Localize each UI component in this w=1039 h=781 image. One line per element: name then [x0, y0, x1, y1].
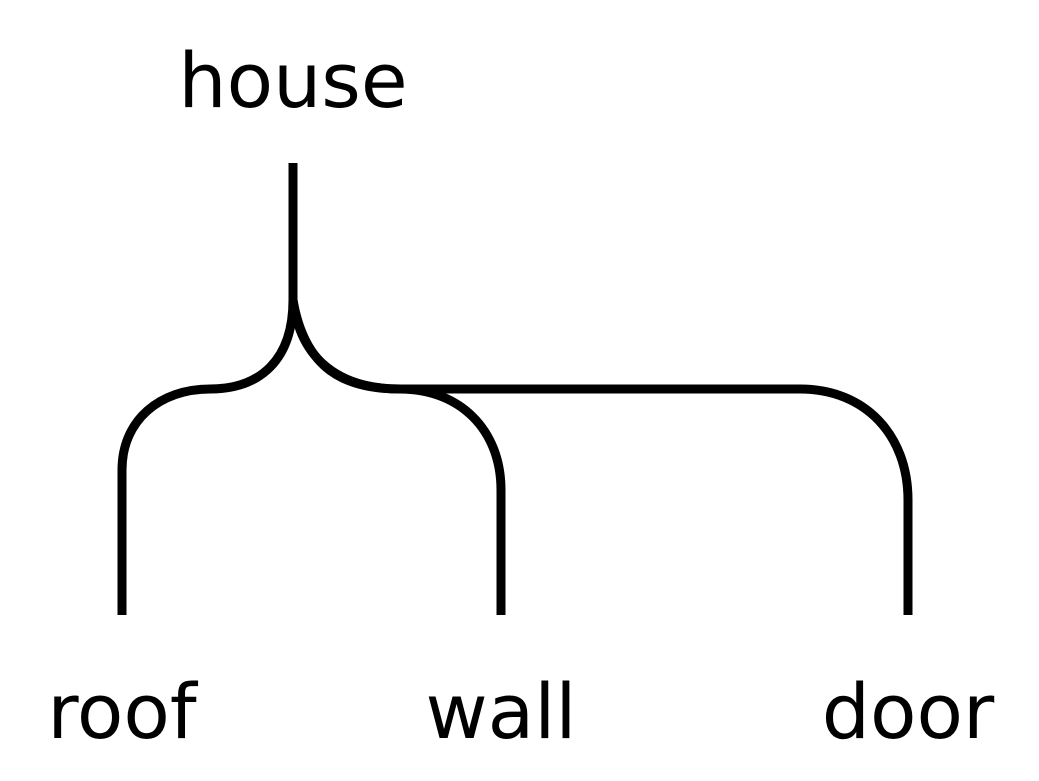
child-node-label-door: door — [822, 667, 995, 756]
branch-to-roof — [117, 299, 298, 615]
child-node-label-wall: wall — [426, 667, 577, 756]
branch-to-door — [288, 299, 913, 615]
branch-to-wall — [288, 299, 506, 615]
child-node-label-roof: roof — [47, 667, 199, 756]
root-node-label: house — [178, 36, 407, 125]
